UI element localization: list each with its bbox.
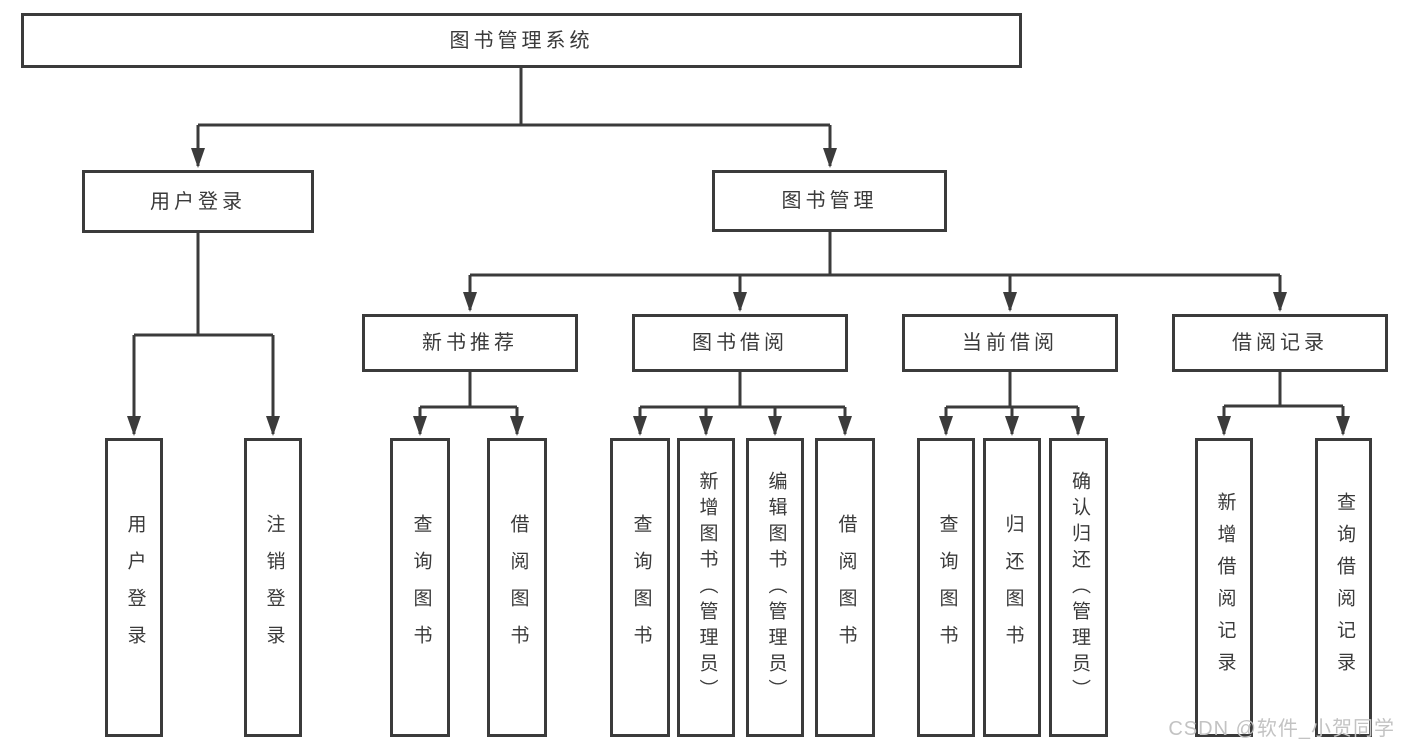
leaf-current-query-book: 查询图书 (917, 438, 975, 737)
node-label: 用户登录 (124, 513, 146, 662)
node-label: 借阅图书 (507, 513, 529, 662)
node-book-borrow: 图书借阅 (632, 314, 848, 372)
node-label: 借阅记录 (1232, 332, 1328, 354)
leaf-records-add-record: 新增借阅记录 (1195, 438, 1253, 737)
node-borrow-records: 借阅记录 (1172, 314, 1388, 372)
leaf-current-confirm-return-admin: 确认归还（管理员） (1049, 438, 1108, 737)
leaf-user-login: 用户登录 (105, 438, 163, 737)
node-label: 确认归还（管理员） (1068, 470, 1090, 705)
node-library-management-system: 图书管理系统 (21, 13, 1022, 68)
node-label: 借阅图书 (835, 513, 857, 662)
node-label: 新书推荐 (422, 332, 518, 354)
node-label: 编辑图书（管理员） (765, 470, 787, 705)
node-book-management: 图书管理 (712, 170, 947, 232)
node-label: 图书借阅 (692, 332, 788, 354)
leaf-recommend-borrow-book: 借阅图书 (487, 438, 547, 737)
node-label: 查询图书 (630, 513, 652, 662)
leaf-records-query-record: 查询借阅记录 (1315, 438, 1372, 737)
node-label: 查询图书 (410, 513, 432, 662)
leaf-logout: 注销登录 (244, 438, 302, 737)
node-label: 新增借阅记录 (1214, 491, 1236, 684)
node-new-book-recommend: 新书推荐 (362, 314, 578, 372)
node-label: 用户登录 (150, 190, 246, 213)
leaf-recommend-query-book: 查询图书 (390, 438, 450, 737)
node-label: 图书管理 (781, 190, 878, 212)
node-label: 图书管理系统 (449, 29, 594, 52)
node-current-borrow: 当前借阅 (902, 314, 1118, 372)
leaf-current-return-book: 归还图书 (983, 438, 1041, 737)
node-label: 查询图书 (936, 513, 958, 662)
leaf-borrow-add-book-admin: 新增图书（管理员） (677, 438, 735, 737)
leaf-borrow-borrow-book: 借阅图书 (815, 438, 875, 737)
leaf-borrow-query-book: 查询图书 (610, 438, 670, 737)
node-label: 归还图书 (1002, 513, 1024, 662)
node-label: 查询借阅记录 (1333, 491, 1355, 684)
node-label: 当前借阅 (962, 332, 1058, 354)
node-label: 新增图书（管理员） (696, 470, 718, 705)
node-label: 注销登录 (263, 513, 285, 662)
node-user-login: 用户登录 (82, 170, 314, 233)
leaf-borrow-edit-book-admin: 编辑图书（管理员） (746, 438, 804, 737)
